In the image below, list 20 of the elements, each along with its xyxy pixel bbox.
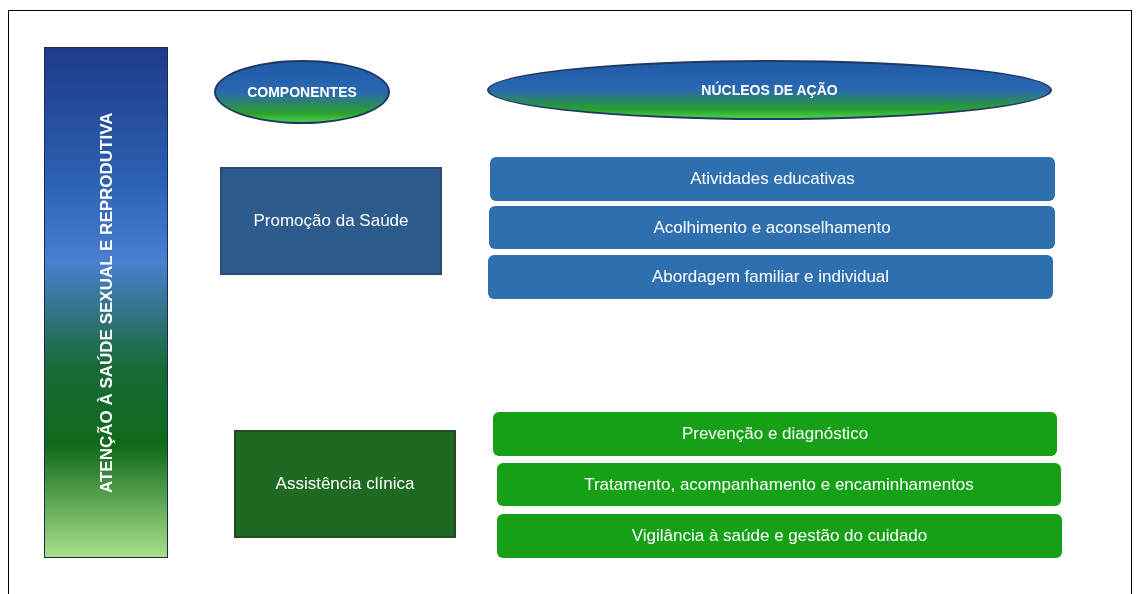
box-label: Tratamento, acompanhamento e encaminhamentos [583, 473, 975, 496]
box-label: Atividades educativas [689, 168, 856, 191]
box-label: Vigilância à saúde e gestão do cuidado [630, 525, 929, 548]
action-box [489, 206, 1055, 249]
component-box [220, 167, 442, 275]
vertical-title: ATENÇÃO À SAÚDE SEXUAL E REPRODUTIVA [95, 112, 117, 493]
action-box [490, 157, 1055, 201]
box-label: Assistência clínica [274, 473, 416, 496]
box-label: COMPONENTES [246, 82, 358, 102]
action-box [493, 412, 1057, 456]
action-box [488, 255, 1053, 299]
component-box [234, 430, 456, 538]
action-box [497, 514, 1062, 558]
box-label: Promoção da Saúde [252, 210, 410, 233]
box-label: Acolhimento e aconselhamento [652, 216, 892, 239]
box-label: Prevenção e diagnóstico [680, 423, 870, 446]
box-label: NÚCLEOS DE AÇÃO [700, 80, 839, 100]
action-box [497, 463, 1061, 506]
vertical-banner [44, 47, 168, 558]
box-label: Abordagem familiar e individual [650, 266, 891, 289]
